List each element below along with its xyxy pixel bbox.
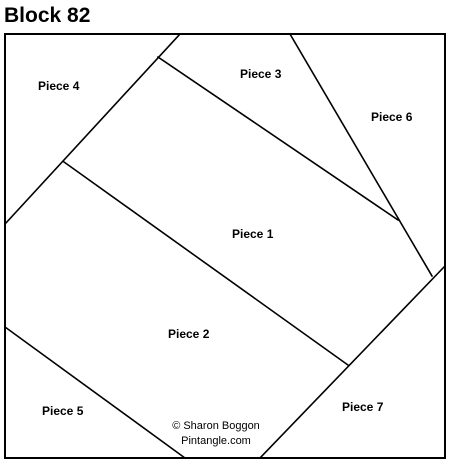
piece-4-label: Piece 4: [38, 79, 80, 93]
block-frame: [4, 33, 446, 459]
seam-line: [258, 264, 447, 460]
piece-5-label: Piece 5: [42, 404, 84, 418]
seam-line: [3, 32, 182, 226]
piece-7-label: Piece 7: [342, 400, 384, 414]
piece-3-label: Piece 3: [240, 67, 282, 81]
copyright-text: © Sharon Boggon: [172, 420, 260, 432]
piece-1-label: Piece 1: [232, 227, 274, 241]
seam-line: [62, 160, 350, 367]
piece-6-label: Piece 6: [371, 110, 413, 124]
seam-line: [156, 55, 400, 222]
seam-line: [3, 325, 187, 460]
piece-2-label: Piece 2: [168, 327, 210, 341]
seam-line: [288, 32, 434, 278]
block-title: Block 82: [4, 4, 91, 27]
site-text: Pintangle.com: [181, 435, 251, 447]
